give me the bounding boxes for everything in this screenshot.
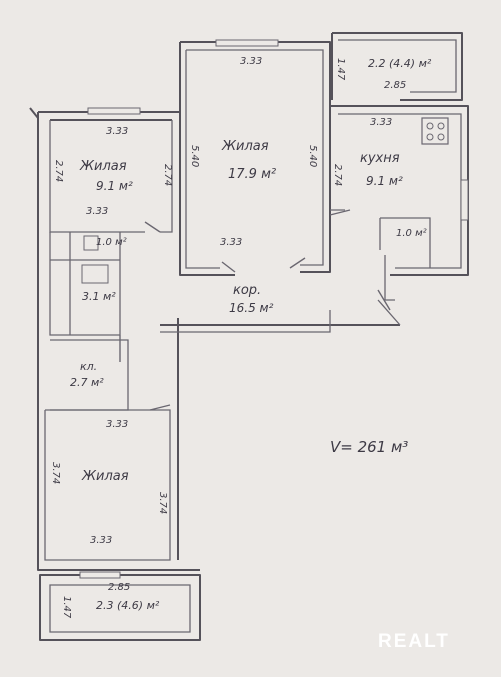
dim-living-big-left: 5.40 [189, 145, 200, 167]
dim-living-left-bottom: 3.33 [86, 206, 108, 217]
dim-balcony-bottom-width: 2.85 [108, 582, 130, 593]
door-kitchen [329, 209, 351, 216]
window-living-bottom [79, 571, 121, 579]
dim-balcony-bottom-depth: 1.47 [61, 596, 72, 619]
room-living-bottom-name: Жилая [81, 469, 129, 484]
window-kitchen [460, 179, 469, 221]
dim-kitchen-bottom: 3.33 [370, 117, 392, 128]
wall-balcony-bottom [39, 574, 201, 641]
door-entrance [377, 289, 391, 311]
dim-living-left-side: 2.74 [53, 160, 64, 182]
wall-corridor-inner [160, 299, 401, 333]
door-living-left [144, 221, 161, 233]
room-balcony-bottom-area: 2.3 (4.6) м² [96, 599, 160, 612]
dim-living-big-top: 3.33 [240, 56, 262, 67]
wall-balcony-top [331, 32, 463, 101]
window-living-big [215, 39, 279, 47]
room-pantry-area: 2.7 м² [70, 376, 104, 389]
dim-living-left-side-right: 2.74 [162, 164, 173, 186]
wall-balcony-bottom-inner [49, 584, 191, 633]
room-kitchen-area: 9.1 м² [366, 174, 403, 188]
room-bath-area: 3.1 м² [82, 290, 116, 303]
dim-living-bottom-left: 3.74 [50, 462, 61, 484]
watermark-logo: REALT [378, 631, 450, 652]
wall-living-bottom [37, 340, 200, 571]
dimensions: 3.33 3.33 5.40 5.40 3.33 3.33 2.74 2.74 … [50, 56, 406, 619]
dim-balcony-top-depth: 1.47 [335, 58, 346, 81]
room-living-left-area: 9.1 м² [96, 179, 133, 193]
wall-bath [49, 232, 121, 336]
wall-living-left [37, 111, 180, 340]
bathtub [81, 264, 109, 284]
wall-pantry [50, 339, 129, 411]
wall-niche-ext [384, 255, 395, 301]
door-living-big-2 [289, 257, 306, 269]
wall-kitchen-niche [379, 217, 431, 268]
door-living-bottom [149, 404, 171, 411]
room-living-big-area: 17.9 м² [228, 167, 276, 182]
wall-balcony-top-inner [338, 39, 457, 93]
dim-living-left-top: 3.33 [106, 126, 128, 137]
dim-living-bottom-bottom: 3.33 [90, 535, 112, 546]
doors [119, 209, 391, 411]
wall-living-big-inner [185, 49, 324, 269]
room-living-big-name: Жилая [221, 139, 269, 154]
stove-icon [421, 117, 449, 145]
room-kitchen-name: кухня [360, 151, 400, 166]
wc-fixture [83, 235, 99, 251]
room-balcony-top-area: 2.2 (4.4) м² [368, 57, 432, 70]
dim-living-big-bottom: 3.33 [220, 237, 242, 248]
volume-label: V= 261 м³ [330, 438, 408, 456]
wall-kitchen-inner [330, 113, 462, 269]
dim-kitchen-side: 2.74 [332, 164, 343, 186]
dim-living-bottom-top: 3.33 [106, 419, 128, 430]
dim-living-big-right: 5.40 [307, 145, 318, 167]
window-living-left [87, 107, 141, 115]
wall-living-bottom-inner [44, 409, 171, 561]
room-living-left-name: Жилая [79, 159, 127, 174]
room-wc-area: 1.0 м² [96, 237, 127, 248]
door-living-big [221, 261, 236, 273]
room-corridor-area: 16.5 м² [229, 301, 274, 315]
room-kitchen-niche-area: 1.0 м² [396, 228, 427, 239]
wall-kitchen [330, 105, 469, 276]
dim-balcony-top-width: 2.85 [384, 80, 406, 91]
room-corridor-name: кор. [233, 283, 261, 298]
wall-notch [29, 107, 39, 119]
room-pantry-name: кл. [80, 360, 97, 373]
dim-living-bottom-right: 3.74 [157, 492, 168, 514]
walls [29, 32, 469, 641]
